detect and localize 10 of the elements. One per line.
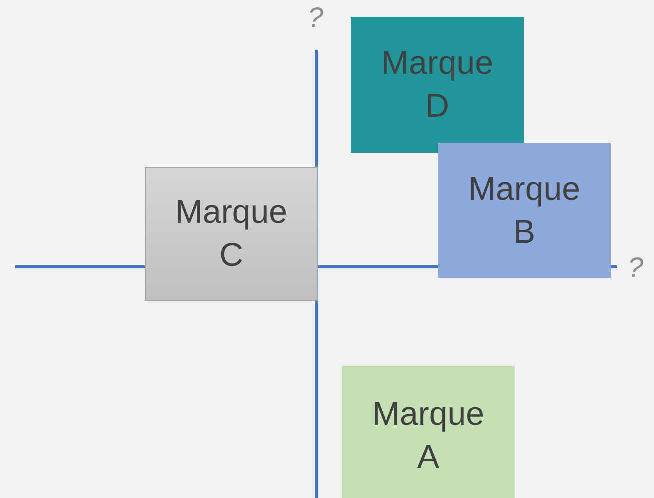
brand-box (342, 366, 515, 498)
brand-label: Marque C (174, 192, 288, 275)
axis-label: ? (308, 2, 324, 34)
brand-box (351, 17, 524, 153)
axis-label: ? (628, 252, 644, 284)
brand-label: Marque B (468, 168, 582, 252)
brand-label: Marque D (380, 43, 494, 126)
brand-box (438, 143, 611, 278)
brand-label: Marque A (372, 394, 486, 477)
brand-box (145, 167, 318, 301)
